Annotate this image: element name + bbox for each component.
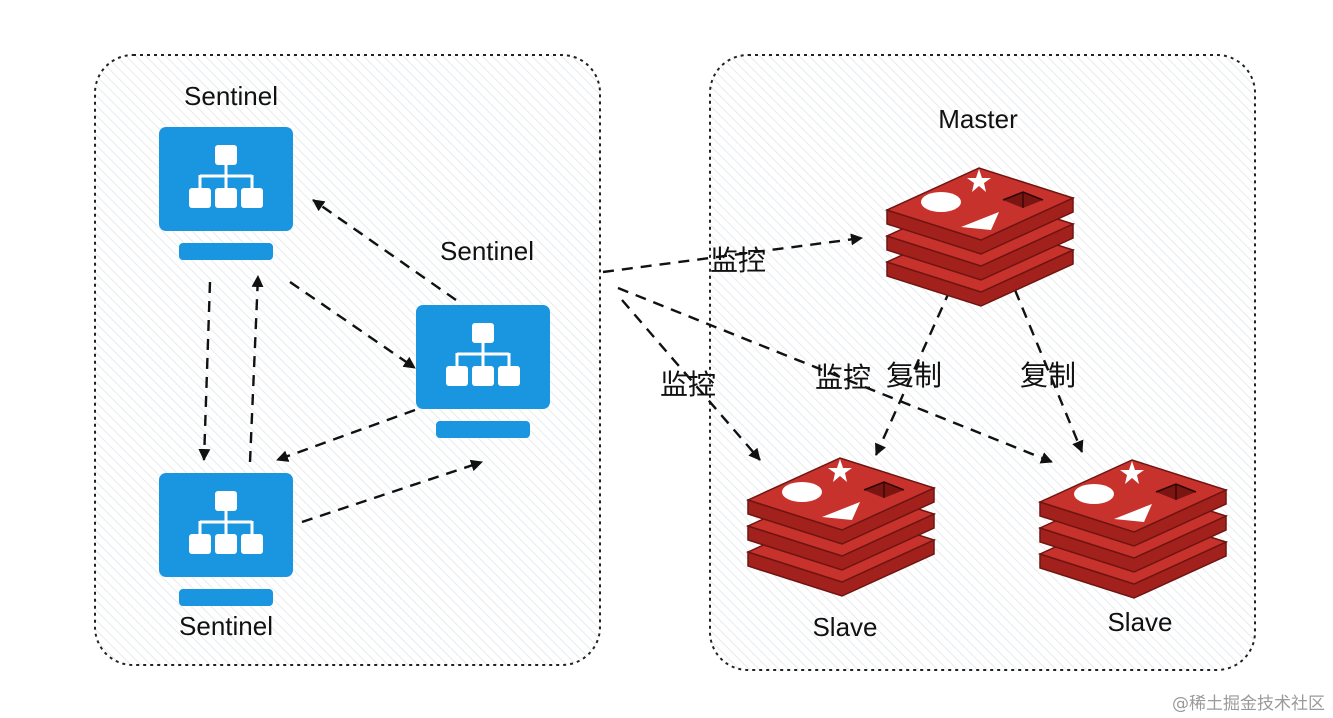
slave-left-label: Slave [812, 612, 877, 642]
replicate-left-label: 复制 [886, 359, 942, 392]
sentinel-top-label: Sentinel [184, 81, 278, 111]
monitor-slave-left-label: 监控 [660, 368, 716, 401]
arrow-sentinel-right-to-bottom [276, 408, 416, 462]
arrow-sentinel-top-to-right [289, 281, 416, 369]
slave-right-label: Slave [1107, 607, 1172, 637]
monitor-master-label: 监控 [710, 244, 766, 277]
arrow-replicate-right [1013, 289, 1084, 453]
monitor-slave-right-label: 监控 [815, 361, 871, 394]
arrow-sentinel-bottom-to-right [301, 459, 483, 524]
master-label: Master [938, 104, 1018, 134]
arrow-monitor-master [602, 233, 863, 274]
replicate-right-label: 复制 [1020, 359, 1076, 392]
arrow-sentinel-top-to-bottom [198, 281, 212, 461]
arrow-monitor-slave-left [621, 299, 761, 461]
arrow-sentinel-right-to-top [312, 199, 457, 301]
watermark-text: @稀土掘金技术社区 [1172, 694, 1325, 714]
arrow-sentinel-bottom-to-top [248, 275, 264, 463]
arrow-monitor-slave-right [617, 286, 1053, 464]
sentinel-bottom-label: Sentinel [179, 611, 273, 641]
sentinel-right-label: Sentinel [440, 236, 534, 266]
